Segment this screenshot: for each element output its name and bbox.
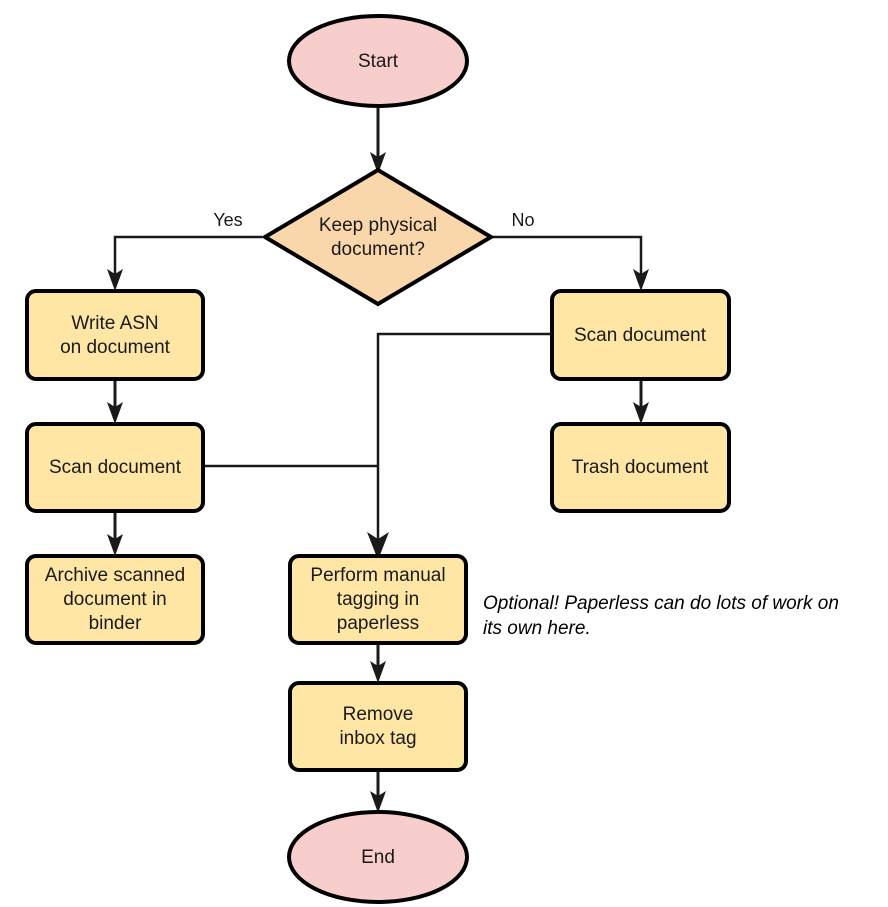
connector-scan-right-to-trash <box>633 378 649 424</box>
connector-write-asn-to-scan-left <box>107 378 123 424</box>
node-tagging-label-line3: paperless <box>337 613 419 634</box>
node-start[interactable]: Start <box>287 14 469 108</box>
node-archive-scanned-document[interactable]: Archive scanned document in binder <box>25 554 205 645</box>
node-archive-label-line3: binder <box>89 613 142 634</box>
node-trash-document-label: Trash document <box>572 457 709 478</box>
node-remove-inbox-label-line2: inbox tag <box>339 728 416 749</box>
connector-tagging-to-remove-inbox <box>370 642 386 683</box>
node-write-asn-on-document[interactable]: Write ASN on document <box>25 289 205 381</box>
connector-start-to-decision <box>370 103 386 174</box>
node-remove-inbox-label-line1: Remove <box>343 704 414 725</box>
annotation-optional-note: Optional! Paperless can do lots of work … <box>483 593 839 639</box>
node-archive-label-line2: document in <box>63 589 167 610</box>
connector-decision-yes-to-write-asn <box>107 235 262 291</box>
node-decision-label-line2: document? <box>331 239 425 260</box>
node-end[interactable]: End <box>287 810 469 904</box>
annotation-line2: its own here. <box>483 618 591 639</box>
node-scan-document-right[interactable]: Scan document <box>550 289 731 381</box>
node-start-label: Start <box>358 51 399 72</box>
node-scan-document-right-label: Scan document <box>574 325 707 346</box>
node-end-label: End <box>361 847 395 868</box>
connector-scan-left-to-archive <box>107 511 123 556</box>
edge-label-no: No <box>511 210 534 230</box>
annotation-line1: Optional! Paperless can do lots of work … <box>483 593 839 614</box>
node-write-asn-label-line2: on document <box>60 337 171 358</box>
connector-decision-no-to-scan-right <box>493 235 649 291</box>
node-archive-label-line1: Archive scanned <box>45 565 185 586</box>
node-decision-keep-physical-document[interactable]: Keep physical document? <box>261 167 495 307</box>
connector-scan-right-to-tagging <box>367 332 552 560</box>
node-perform-manual-tagging[interactable]: Perform manual tagging in paperless <box>288 554 468 645</box>
node-write-asn-label-line1: Write ASN <box>71 313 158 334</box>
edge-label-yes: Yes <box>213 210 242 230</box>
node-trash-document[interactable]: Trash document <box>550 422 731 513</box>
node-tagging-label-line1: Perform manual <box>310 565 445 586</box>
node-remove-inbox-tag[interactable]: Remove inbox tag <box>288 681 468 772</box>
node-scan-document-left[interactable]: Scan document <box>25 422 205 513</box>
node-tagging-label-line2: tagging in <box>337 589 419 610</box>
connector-remove-inbox-to-end <box>370 770 386 813</box>
node-scan-document-left-label: Scan document <box>49 457 182 478</box>
node-decision-label-line1: Keep physical <box>319 215 437 236</box>
